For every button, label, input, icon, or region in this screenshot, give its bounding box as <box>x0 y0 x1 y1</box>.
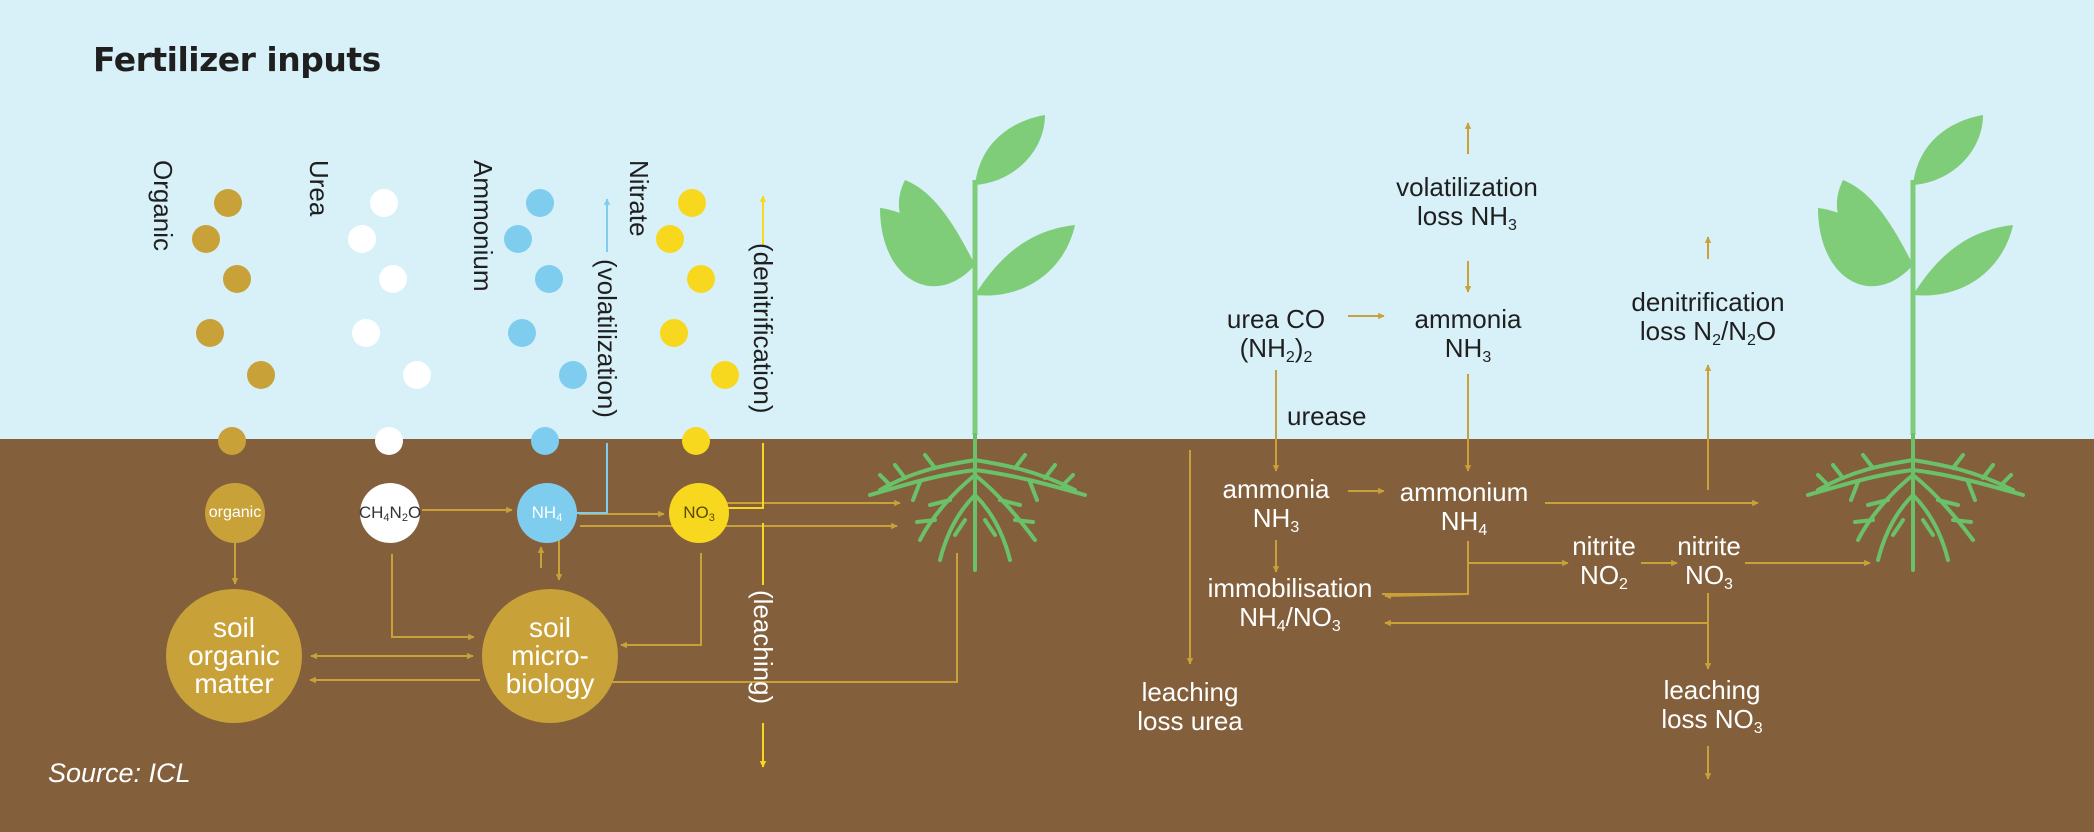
urea-granules <box>348 189 431 455</box>
ammonia-top-label: ammonia NH3 <box>1414 304 1522 366</box>
sky-band <box>0 0 2094 439</box>
urea-node: CH4N2O <box>358 483 422 543</box>
no3-node: NO3 <box>669 483 729 543</box>
right-flow-arrows <box>1186 122 1871 780</box>
nitrate-granules <box>656 189 739 455</box>
immobilisation-label: immobilisation NH4/NO3 <box>1207 573 1373 635</box>
nitrate-input-label: Nitrate <box>624 160 654 237</box>
ammonia-mid-label: ammonia NH3 <box>1222 474 1330 536</box>
leaching-urea-label: leaching loss urea <box>1137 677 1243 736</box>
volatilization-label: (volatilization) <box>592 259 622 418</box>
ammonium-label: ammonium NH4 <box>1399 477 1529 539</box>
soil-band <box>0 439 2094 832</box>
urea-co-label: urea CO (NH2)2 <box>1226 304 1326 366</box>
leaching-no3-label: leaching loss NO3 <box>1661 675 1763 737</box>
urease-label: urease <box>1287 401 1367 431</box>
ammonium-input-label: Ammonium <box>468 160 498 292</box>
organic-input-label: Organic <box>148 160 178 252</box>
volatilization-loss-label: volatilization loss NH3 <box>1396 172 1538 234</box>
urea-input-label: Urea <box>304 160 334 217</box>
leaching-label: (leaching) <box>748 590 778 705</box>
volatilization-path <box>571 443 608 514</box>
nh4-node: NH4 <box>517 483 577 543</box>
nh4-formula: NH4 <box>531 503 563 524</box>
left-flow-arrows <box>231 499 958 684</box>
diagram-title: Fertilizer inputs <box>93 40 381 79</box>
nitrite-no3-label: nitrite NO3 <box>1677 531 1741 593</box>
ammonium-granules <box>504 189 587 455</box>
denitrification-path <box>727 443 764 509</box>
urea-formula: CH4N2O <box>358 503 422 524</box>
organic-node: organic <box>205 483 265 543</box>
denitrification-label: (denitrification) <box>748 243 778 414</box>
nitrite-no2-label: nitrite NO2 <box>1572 531 1636 593</box>
denitrification-loss-label: denitrification loss N2/N2O <box>1631 287 1785 349</box>
source-note: Source: ICL <box>48 758 191 788</box>
no3-formula: NO3 <box>683 503 715 524</box>
organic-granules <box>192 189 275 455</box>
